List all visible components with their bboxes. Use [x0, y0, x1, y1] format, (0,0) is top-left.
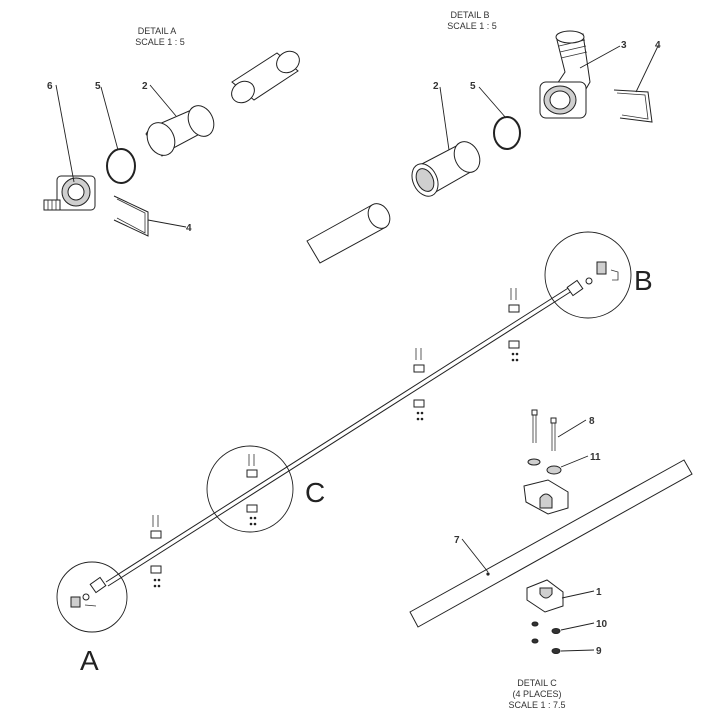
callout-c-11: 11 [590, 452, 601, 463]
detail-b-title: DETAIL B [450, 10, 489, 20]
detail-b-circle-parts [566, 261, 619, 297]
callout-a-2: 2 [142, 81, 148, 92]
clamp-stack-2 [246, 454, 258, 526]
callout-c-8: 8 [589, 416, 595, 427]
callout-c-1: 1 [596, 587, 602, 598]
detail-b-ring [493, 116, 521, 150]
callout-c-9: 9 [596, 646, 602, 657]
callout-c-7: 7 [454, 535, 460, 546]
callout-c-10: 10 [596, 619, 608, 630]
clamp-stack-3 [413, 348, 425, 421]
detail-a-title: DETAIL A [138, 26, 177, 36]
detail-a-coupling [145, 105, 215, 157]
detail-b-coupling [411, 141, 481, 197]
detail-a-fitting [43, 175, 96, 211]
detail-a-circle [56, 561, 128, 633]
detail-c-nut-4 [551, 648, 561, 654]
detail-b-tube [306, 203, 391, 264]
detail-a-ring [106, 148, 136, 184]
clamp-stack-1 [150, 515, 162, 588]
callout-a-4: 4 [186, 223, 192, 234]
detail-c-circle [206, 445, 294, 533]
clamp-stack-4 [508, 288, 520, 362]
detail-c-upper-clamp [523, 479, 569, 515]
detail-b-circle [544, 231, 632, 319]
detail-c-places: (4 PLACES) [512, 689, 561, 699]
callout-b-2: 2 [433, 81, 439, 92]
view-label-a: A [80, 645, 99, 676]
detail-c-nut-1 [531, 621, 539, 627]
detail-b-scale: SCALE 1 : 5 [447, 21, 497, 31]
detail-a-clip [113, 195, 149, 237]
main-rod [105, 284, 576, 587]
detail-c-nut-2 [551, 628, 561, 634]
callout-b-4: 4 [655, 40, 661, 51]
detail-c-nut-3 [531, 638, 539, 644]
callout-a-6: 6 [47, 81, 53, 92]
view-label-b: B [634, 265, 653, 296]
detail-c-bolts [531, 409, 557, 451]
detail-c-plank [409, 459, 693, 628]
detail-c-washer-1 [527, 458, 541, 466]
detail-b-clip [613, 89, 653, 123]
detail-c-scale: SCALE 1 : 7.5 [508, 700, 565, 710]
detail-c-lower-clamp [526, 579, 564, 613]
callout-b-3: 3 [621, 40, 627, 51]
callout-a-5: 5 [95, 81, 101, 92]
detail-a-scale: SCALE 1 : 5 [135, 37, 185, 47]
detail-a-circle-parts [70, 576, 107, 608]
view-label-c: C [305, 477, 325, 508]
detail-c-title: DETAIL C [517, 678, 557, 688]
detail-c-washer-2 [546, 465, 562, 475]
detail-b-elbow [539, 30, 591, 119]
callout-b-5: 5 [470, 81, 476, 92]
detail-a-tube [231, 50, 300, 104]
